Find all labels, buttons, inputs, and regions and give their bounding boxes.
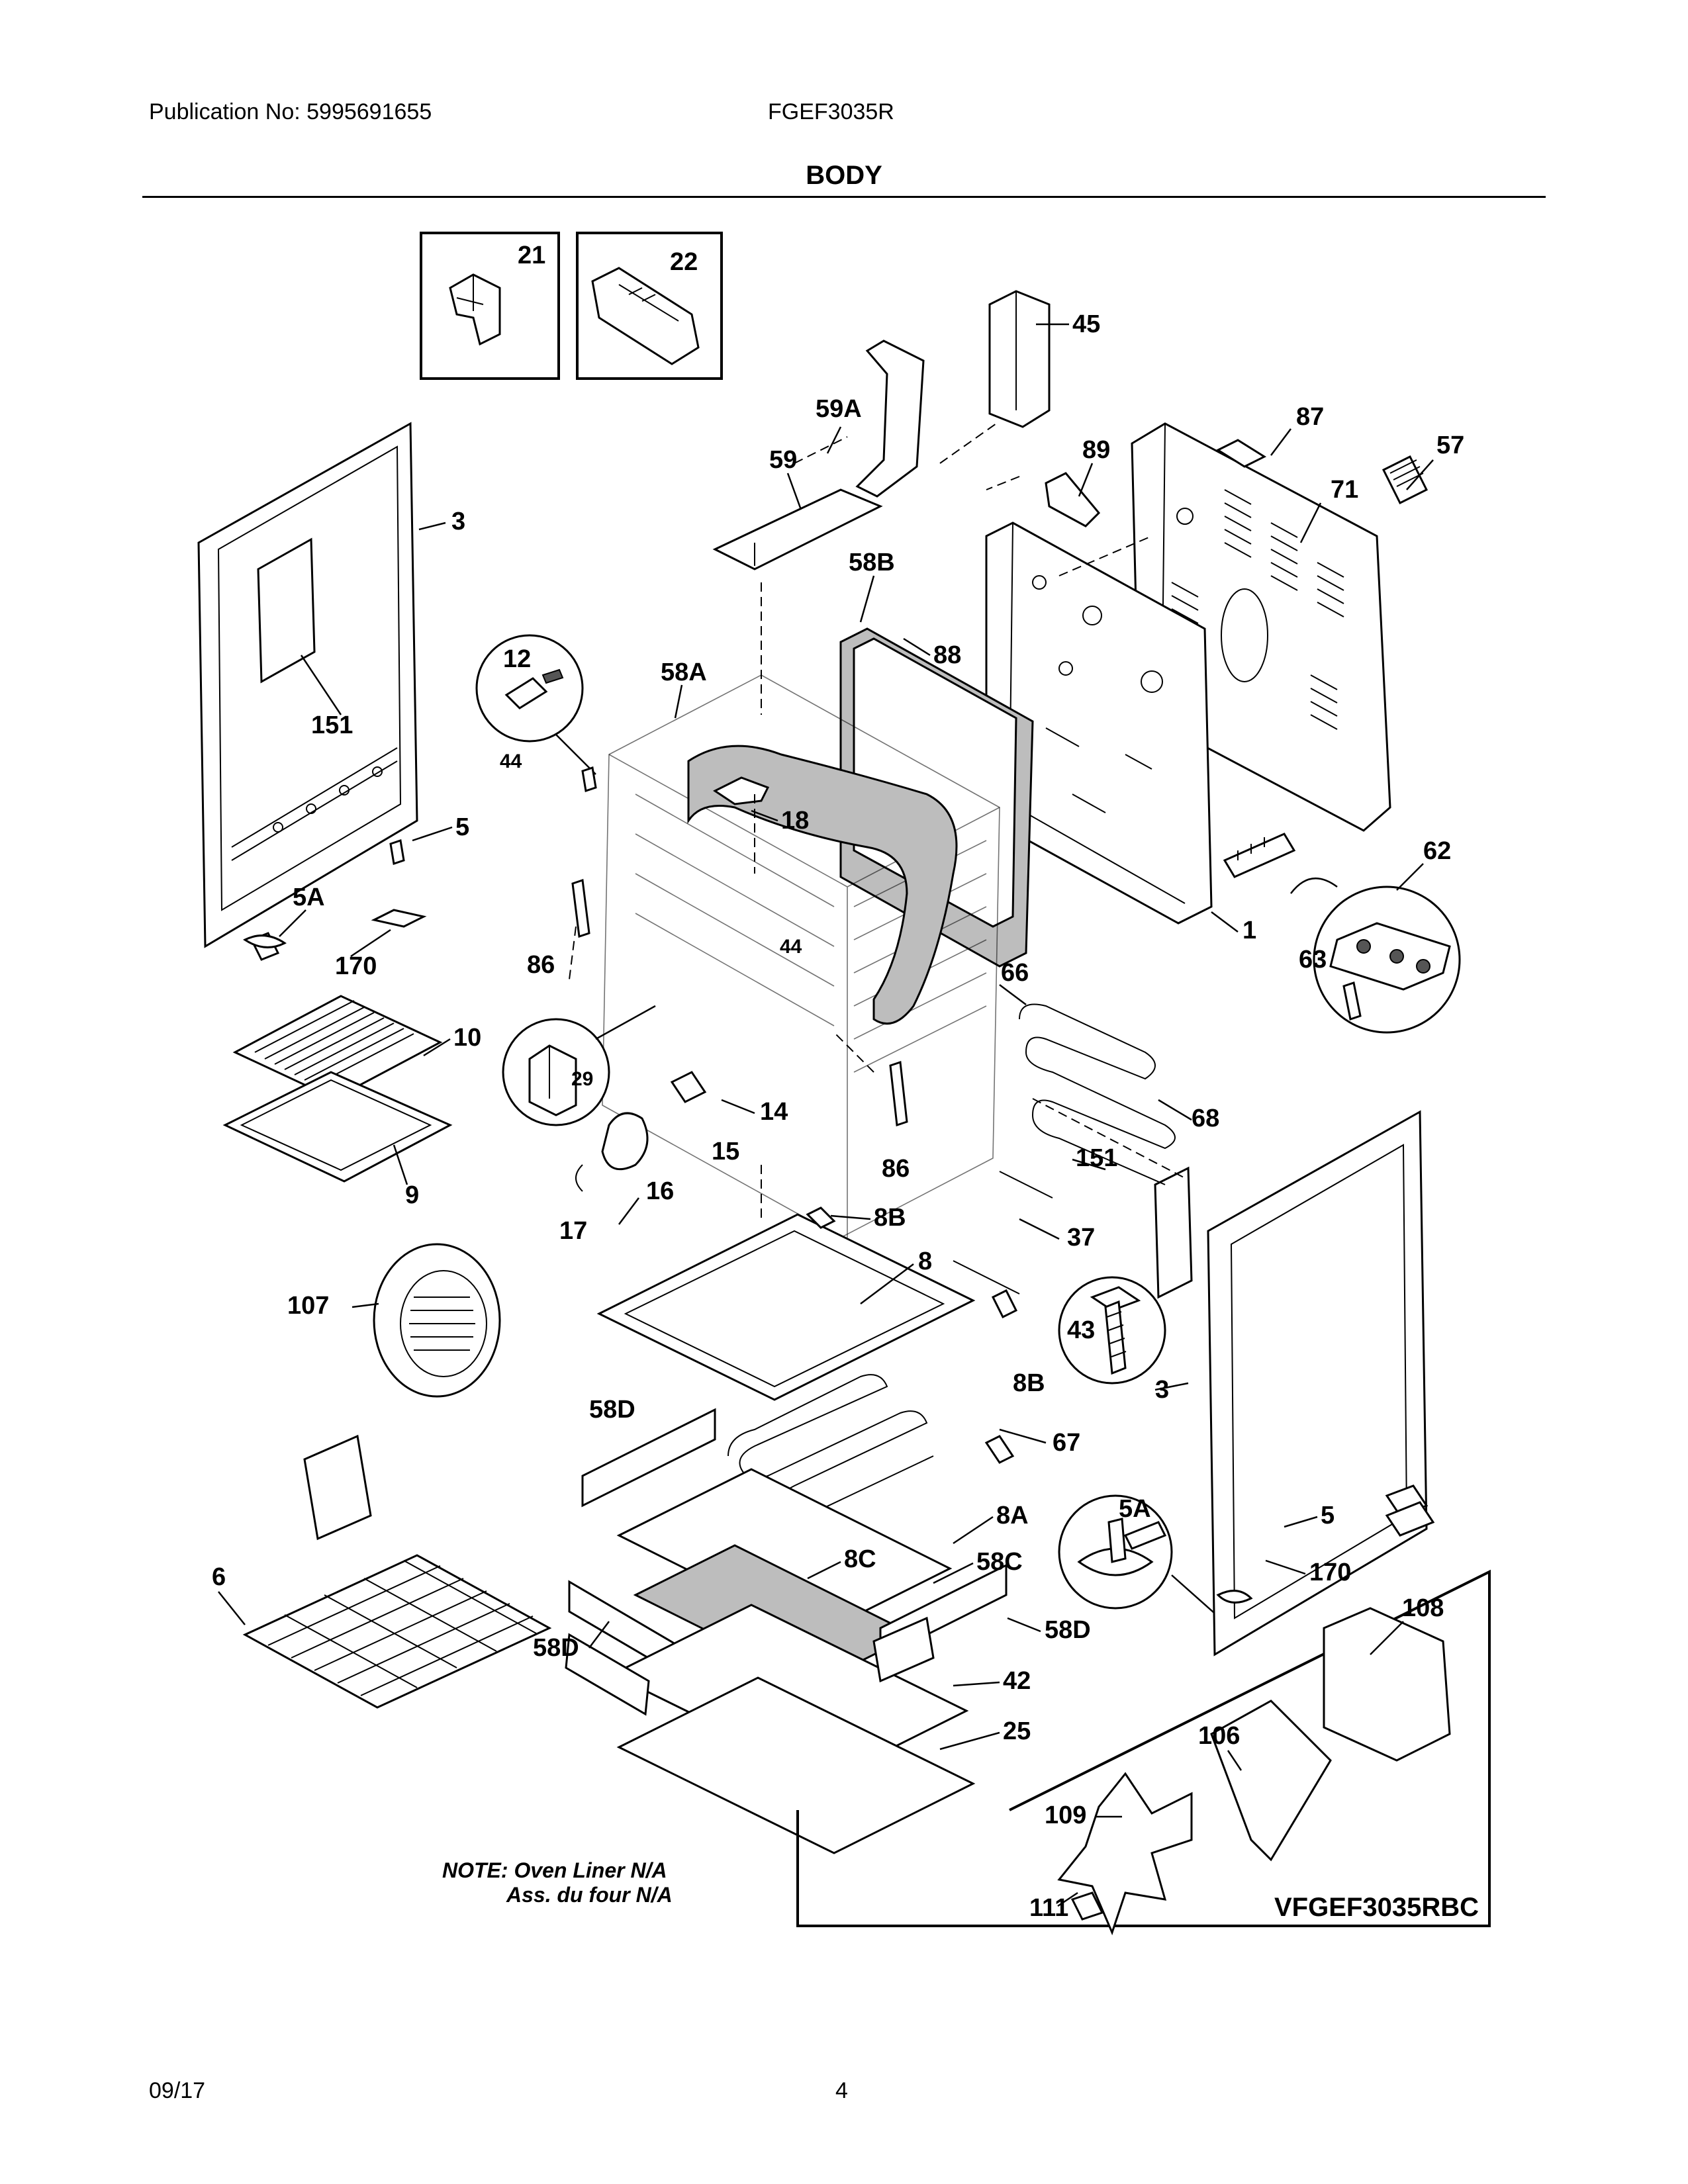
convection-kit-box — [796, 1569, 1491, 1936]
bottom-panels-42-25 — [610, 1604, 976, 1854]
callout-12: 12 — [503, 645, 531, 673]
callout-14: 14 — [760, 1098, 788, 1126]
callout-8C: 8C — [844, 1545, 876, 1573]
callout-71: 71 — [1331, 476, 1358, 504]
callout-5Ab: 5A — [1119, 1495, 1151, 1523]
callout-59: 59 — [769, 446, 797, 474]
callout-58B: 58B — [849, 549, 895, 576]
callout-87: 87 — [1296, 403, 1324, 431]
callout-63: 63 — [1299, 946, 1327, 974]
callout-151: 151 — [311, 711, 353, 739]
callout-68: 68 — [1192, 1105, 1219, 1132]
callout-9: 9 — [405, 1181, 419, 1209]
callout-8B: 8B — [874, 1204, 906, 1232]
callout-8A: 8A — [996, 1502, 1029, 1529]
leader-lines — [218, 323, 1434, 1907]
convection-fan-cover — [373, 1243, 501, 1398]
callout-170: 170 — [335, 952, 377, 980]
callout-43: 43 — [1067, 1316, 1095, 1344]
callout-88: 88 — [933, 641, 961, 669]
detail-circle-62 — [1223, 833, 1461, 1034]
callout-3b: 3 — [1155, 1376, 1169, 1404]
callout-6: 6 — [212, 1563, 226, 1591]
callout-58Db: 58D — [1045, 1616, 1091, 1644]
header-rule — [142, 196, 1546, 198]
small-parts — [243, 423, 1435, 1716]
callout-66: 66 — [1001, 959, 1029, 987]
callout-58D: 58D — [589, 1396, 635, 1424]
callout-45: 45 — [1072, 310, 1100, 338]
callout-15: 15 — [712, 1138, 739, 1165]
broil-element — [1019, 1003, 1186, 1185]
callout-106: 106 — [1198, 1722, 1240, 1750]
detail-circle-43 — [1058, 1276, 1166, 1385]
control-bracket — [985, 472, 1213, 925]
callout-labels: 21 22 45 59A 87 57 59 89 71 3 58B 12 58A… — [212, 242, 1479, 1922]
callout-58A: 58A — [661, 659, 707, 686]
callout-29: 29 — [571, 1068, 593, 1090]
publication-number: Publication No: 5995691655 — [149, 99, 432, 124]
inset-box-21 — [420, 232, 560, 380]
callout-8Bb: 8B — [1013, 1369, 1045, 1397]
model-number: FGEF3035R — [768, 99, 894, 124]
callout-17: 17 — [559, 1217, 587, 1245]
callout-44: 44 — [500, 751, 522, 772]
callout-170b: 170 — [1309, 1559, 1351, 1586]
callout-107: 107 — [287, 1292, 329, 1320]
oven-bottom-8 — [596, 1213, 976, 1401]
section-title: BODY — [806, 161, 882, 190]
callout-10: 10 — [453, 1024, 481, 1052]
callout-44b: 44 — [780, 936, 802, 958]
side-panel-left — [197, 422, 418, 948]
callout-1: 1 — [1243, 917, 1256, 944]
detail-circle-5A — [1058, 1494, 1232, 1629]
callout-5: 5 — [455, 813, 469, 841]
oven-rack — [242, 1554, 552, 1709]
callout-67: 67 — [1053, 1429, 1080, 1457]
vent-parts — [712, 290, 1051, 570]
callout-21: 21 — [518, 242, 545, 269]
callout-42: 42 — [1003, 1667, 1031, 1695]
detail-circle-12 — [475, 634, 597, 792]
page-number: 4 — [835, 2078, 848, 2103]
callout-89: 89 — [1082, 436, 1110, 464]
callout-18: 18 — [781, 807, 809, 835]
callout-59A: 59A — [816, 395, 862, 423]
callout-58C: 58C — [976, 1548, 1023, 1576]
callout-62: 62 — [1423, 837, 1451, 865]
side-panel-right — [1154, 1110, 1428, 1657]
callout-86b: 86 — [882, 1155, 910, 1183]
callout-58Dc: 58D — [533, 1634, 579, 1662]
callout-3: 3 — [451, 508, 465, 535]
callout-5b: 5 — [1321, 1502, 1335, 1529]
footer-date: 09/17 — [149, 2078, 206, 2103]
callout-22: 22 — [670, 248, 698, 276]
note-line-1: NOTE: Oven Liner N/A — [442, 1858, 667, 1882]
callout-151b: 151 — [1076, 1144, 1117, 1172]
callout-57: 57 — [1436, 432, 1464, 459]
callout-108: 108 — [1402, 1594, 1444, 1622]
callout-5A: 5A — [293, 884, 325, 911]
callout-109: 109 — [1045, 1801, 1086, 1829]
callout-86: 86 — [527, 951, 555, 979]
callout-8: 8 — [918, 1248, 932, 1275]
inset-box-22 — [576, 232, 723, 380]
callout-111: 111 — [1029, 1894, 1068, 1922]
broiler-pan — [222, 995, 453, 1183]
convection-kit-label: VFGEF3035RBC — [1274, 1893, 1479, 1922]
detail-circle-29 — [502, 1005, 656, 1126]
callout-16: 16 — [646, 1177, 674, 1205]
note-line-2: Ass. du four N/A — [506, 1883, 673, 1907]
callout-37: 37 — [1067, 1224, 1095, 1251]
callout-25: 25 — [1003, 1717, 1031, 1745]
